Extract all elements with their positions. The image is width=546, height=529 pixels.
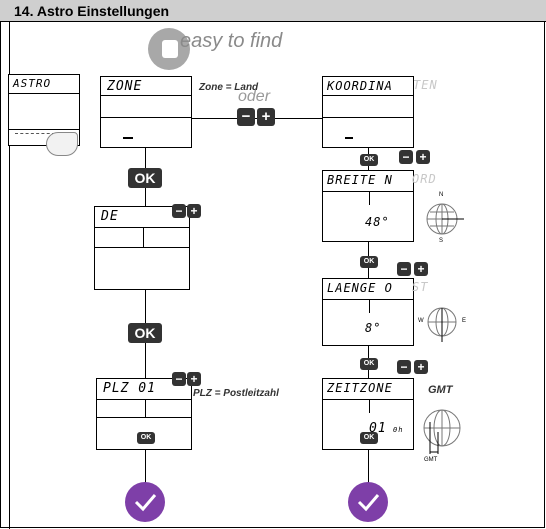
section-header: 14. Astro Einstellungen [0, 0, 546, 22]
easy-to-find-text: easy to find [180, 30, 282, 53]
confirm-check-icon [348, 482, 388, 522]
laenge-value: 8° [365, 321, 381, 335]
minus-button[interactable]: − [172, 204, 186, 218]
plus-button[interactable]: + [416, 150, 430, 164]
ok-button-1[interactable]: OK [128, 168, 162, 188]
minus-button[interactable]: − [397, 360, 411, 374]
pointing-hand-icon [46, 132, 78, 156]
breite-ghost: ORD [412, 172, 437, 186]
oder-label: oder [238, 88, 270, 106]
easy-to-find-callout: easy to find [148, 28, 308, 70]
de-display: DE [94, 206, 190, 290]
koordinaten-label: KOORDINA [327, 79, 393, 93]
ok-button-4[interactable]: OK [360, 154, 378, 166]
plus-button[interactable]: + [257, 108, 275, 126]
breite-value: 48° [365, 215, 390, 229]
zone-display: ZONE [100, 76, 192, 148]
globe-longitude-icon: W E [418, 302, 468, 342]
gmt-label: GMT [428, 384, 452, 396]
koordinaten-ghost: TEN [413, 78, 438, 92]
zeitzone-unit: 0h [393, 426, 403, 434]
plus-button[interactable]: + [414, 262, 428, 276]
laenge-label: LAENGE O [327, 281, 393, 295]
gmt-small-label: GMT [424, 457, 437, 463]
laenge-ghost: ST [412, 280, 428, 294]
compass-east: E [462, 318, 466, 324]
breite-display: BREITE N 48° [322, 170, 414, 242]
laenge-display: LAENGE O 8° [322, 278, 414, 346]
plz-label: PLZ 01 [103, 381, 156, 396]
confirm-check-icon [125, 482, 165, 522]
section-title: 14. Astro Einstellungen [14, 3, 169, 19]
compass-north: N [439, 192, 443, 198]
ok-button-7[interactable]: OK [360, 432, 378, 444]
minus-button[interactable]: − [397, 262, 411, 276]
de-label: DE [101, 209, 119, 224]
minus-button[interactable]: − [237, 108, 255, 126]
zone-label: ZONE [107, 79, 142, 94]
zeitzone-label: ZEITZONE [327, 381, 393, 395]
compass-west: W [418, 318, 424, 324]
ok-button-6[interactable]: OK [360, 358, 378, 370]
ok-button-5[interactable]: OK [360, 256, 378, 268]
globe-latitude-icon: N S [420, 192, 464, 246]
ok-button-3[interactable]: OK [137, 432, 155, 444]
plus-button[interactable]: + [187, 204, 201, 218]
globe-gmt-icon: GMT [418, 402, 468, 466]
plus-button[interactable]: + [414, 360, 428, 374]
koordinaten-display: KOORDINA [322, 76, 414, 148]
plus-button[interactable]: + [187, 372, 201, 386]
minus-button[interactable]: − [172, 372, 186, 386]
plz-note: PLZ = Postleitzahl [193, 388, 279, 399]
ok-button-2[interactable]: OK [128, 323, 162, 343]
astro-label: ASTRO [13, 77, 51, 90]
compass-south: S [439, 238, 443, 244]
minus-button[interactable]: − [399, 150, 413, 164]
breite-label: BREITE N [327, 173, 393, 187]
